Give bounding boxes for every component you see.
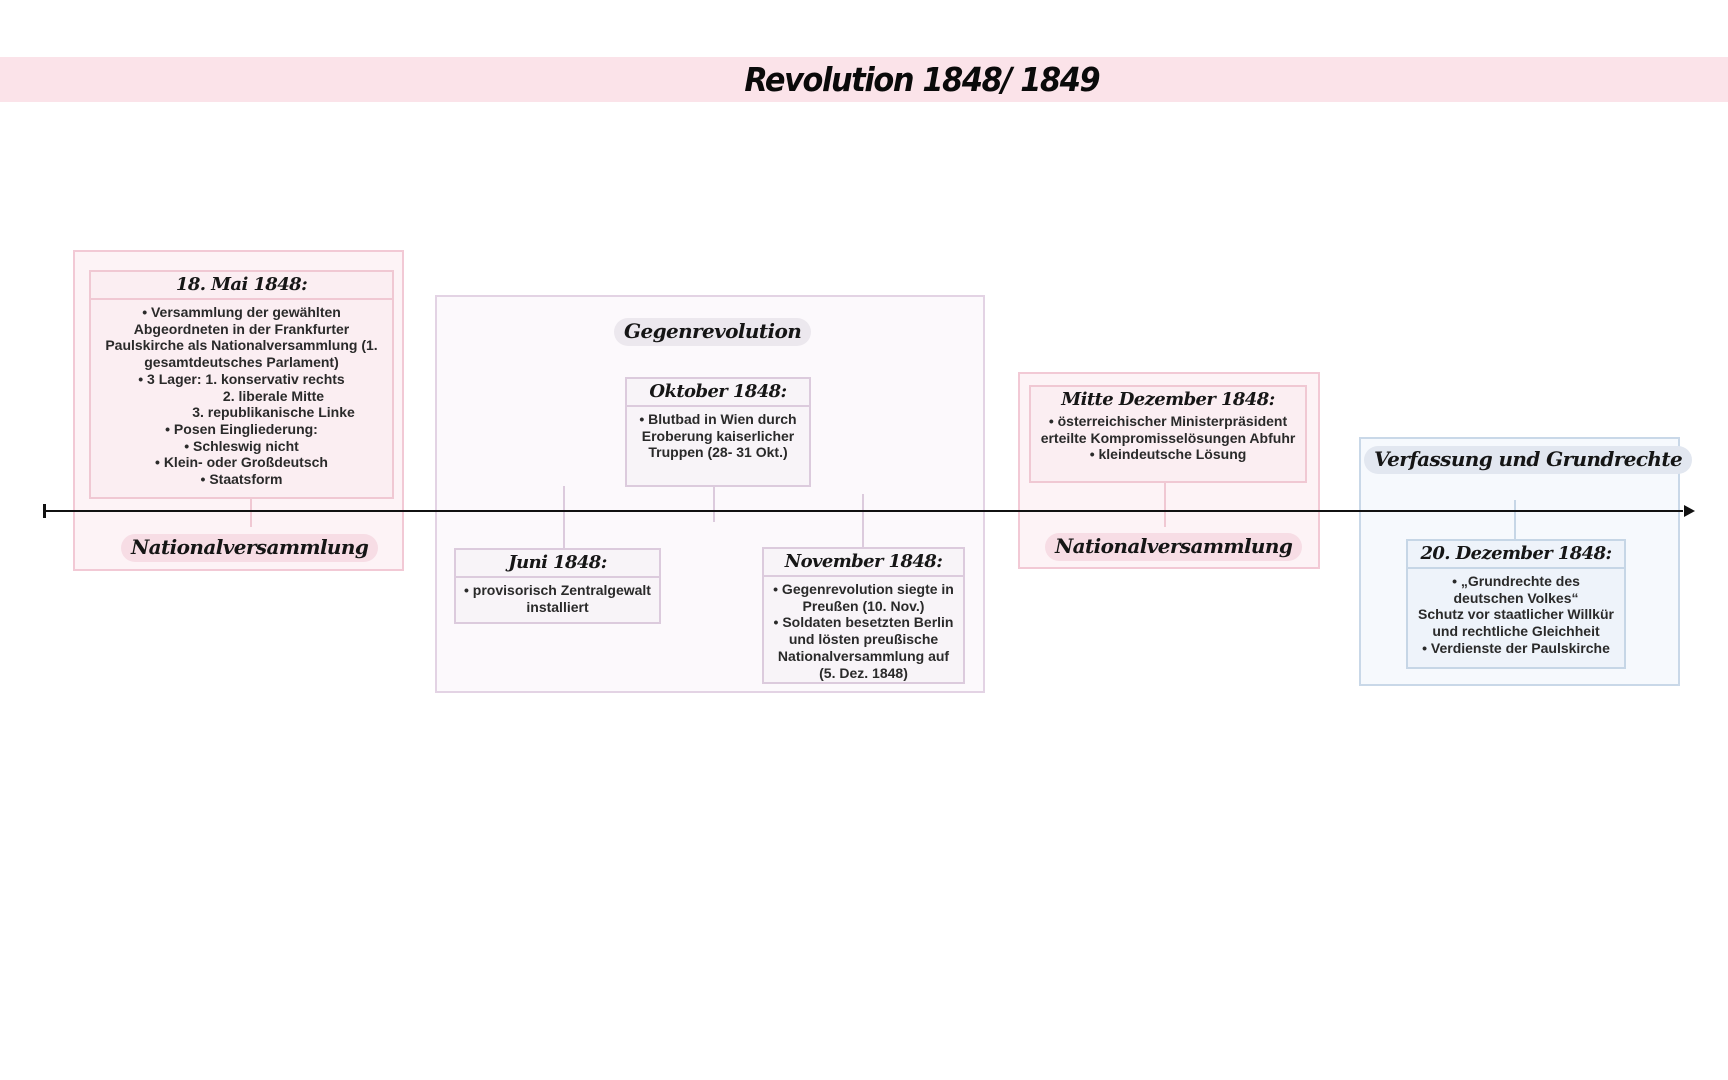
event-line: 3. republikanische Linke [192,404,355,421]
page-title: Revolution 1848/ 1849 [744,60,1100,99]
group-label-nationalversammlung-2: Nationalversammlung [1045,533,1303,561]
timeline-axis [43,510,1683,512]
event-description: • Gegenrevolution siegte in Preußen (10.… [764,577,963,685]
event-line: Schutz vor staatlicher Willkür [1418,606,1614,623]
event-line: erteilte Kompromisselösungen Abfuhr [1040,429,1296,446]
event-line: Abgeordneten in der Frankfurter [133,320,350,337]
event-line: (5. Dez. 1848) [819,664,908,681]
event-line: • Soldaten besetzten Berlin [773,614,954,631]
event-line: • Gegenrevolution siegte in [773,581,954,597]
event-line: Truppen (28- 31 Okt.) [648,444,788,461]
event-line: und rechtliche Gleichheit [1432,623,1600,640]
event-line: Preußen (10. Nov.) [802,597,925,614]
event-line: Paulskirche als Nationalversammlung (1. [105,337,378,354]
event-date: Oktober 1848: [627,379,809,407]
connector-mitte-dezember [1164,482,1166,527]
event-line: Nationalversammlung auf [777,647,950,664]
event-line: deutschen Volkes“ [1453,589,1579,606]
event-line: 2. liberale Mitte [222,387,325,404]
event-line: • kleindeutsche Lösung [1089,446,1247,463]
event-line: • Blutbad in Wien durch [639,411,797,427]
connector-oktober [713,487,715,522]
event-line: installiert [526,598,589,615]
event-line: • Staatsform [200,471,283,488]
event-line: • Verdienste der Paulskirche [1422,639,1610,656]
event-line: • Schleswig nicht [184,437,299,454]
event-date: 20. Dezember 1848: [1408,541,1624,569]
event-description: • Blutbad in Wien durch Eroberung kaiser… [627,407,809,465]
event-description: • „Grundrechte des deutschen Volkes“ Sch… [1408,569,1624,661]
event-date: Juni 1848: [456,550,659,578]
event-card-18-mai-1848: 18. Mai 1848: • Versammlung der gewählte… [89,270,394,499]
event-line: • Versammlung der gewählten [142,304,341,320]
event-line: gesamtdeutsches Parlament) [144,354,339,371]
group-label-nationalversammlung-1: Nationalversammlung [121,534,379,562]
group-label-gegenrevolution: Gegenrevolution [614,318,812,346]
connector-20-dezember [1514,500,1516,540]
event-line: • Posen Eingliederung: [165,420,318,437]
event-date: Mitte Dezember 1848: [1061,389,1275,410]
event-line: • österreichischer Ministerpräsident [1048,413,1288,429]
event-card-mitte-dezember-1848: Mitte Dezember 1848: • österreichischer … [1029,385,1307,483]
connector-november [862,494,864,547]
event-description: • provisorisch Zentralgewalt installiert [456,578,659,619]
event-line: • 3 Lager: 1. konservativ rechts [138,370,345,387]
event-line: • Klein- oder Großdeutsch [155,454,328,471]
arrow-right-icon [1684,505,1695,517]
event-description: • Versammlung der gewählten Abgeordneten… [91,300,392,492]
event-card-20-dezember-1848: 20. Dezember 1848: • „Grundrechte des de… [1406,539,1626,669]
title-band: Revolution 1848/ 1849 [0,57,1728,102]
connector-mai [250,497,252,527]
axis-start-tick [43,504,46,518]
event-card-oktober-1848: Oktober 1848: • Blutbad in Wien durch Er… [625,377,811,487]
event-line: Eroberung kaiserlicher [641,427,795,444]
event-date: 18. Mai 1848: [91,272,392,300]
event-line: • „Grundrechte des [1452,573,1580,589]
event-line: • provisorisch Zentralgewalt [464,582,651,598]
event-date: November 1848: [764,549,963,577]
event-card-juni-1848: Juni 1848: • provisorisch Zentralgewalt … [454,548,661,624]
event-line: und lösten preußische [788,631,939,648]
group-label-verfassung-grundrechte: Verfassung und Grundrechte [1364,446,1693,474]
event-card-november-1848: November 1848: • Gegenrevolution siegte … [762,547,965,684]
event-description: • österreichischer Ministerpräsident ert… [1031,413,1305,467]
connector-juni [563,486,565,548]
